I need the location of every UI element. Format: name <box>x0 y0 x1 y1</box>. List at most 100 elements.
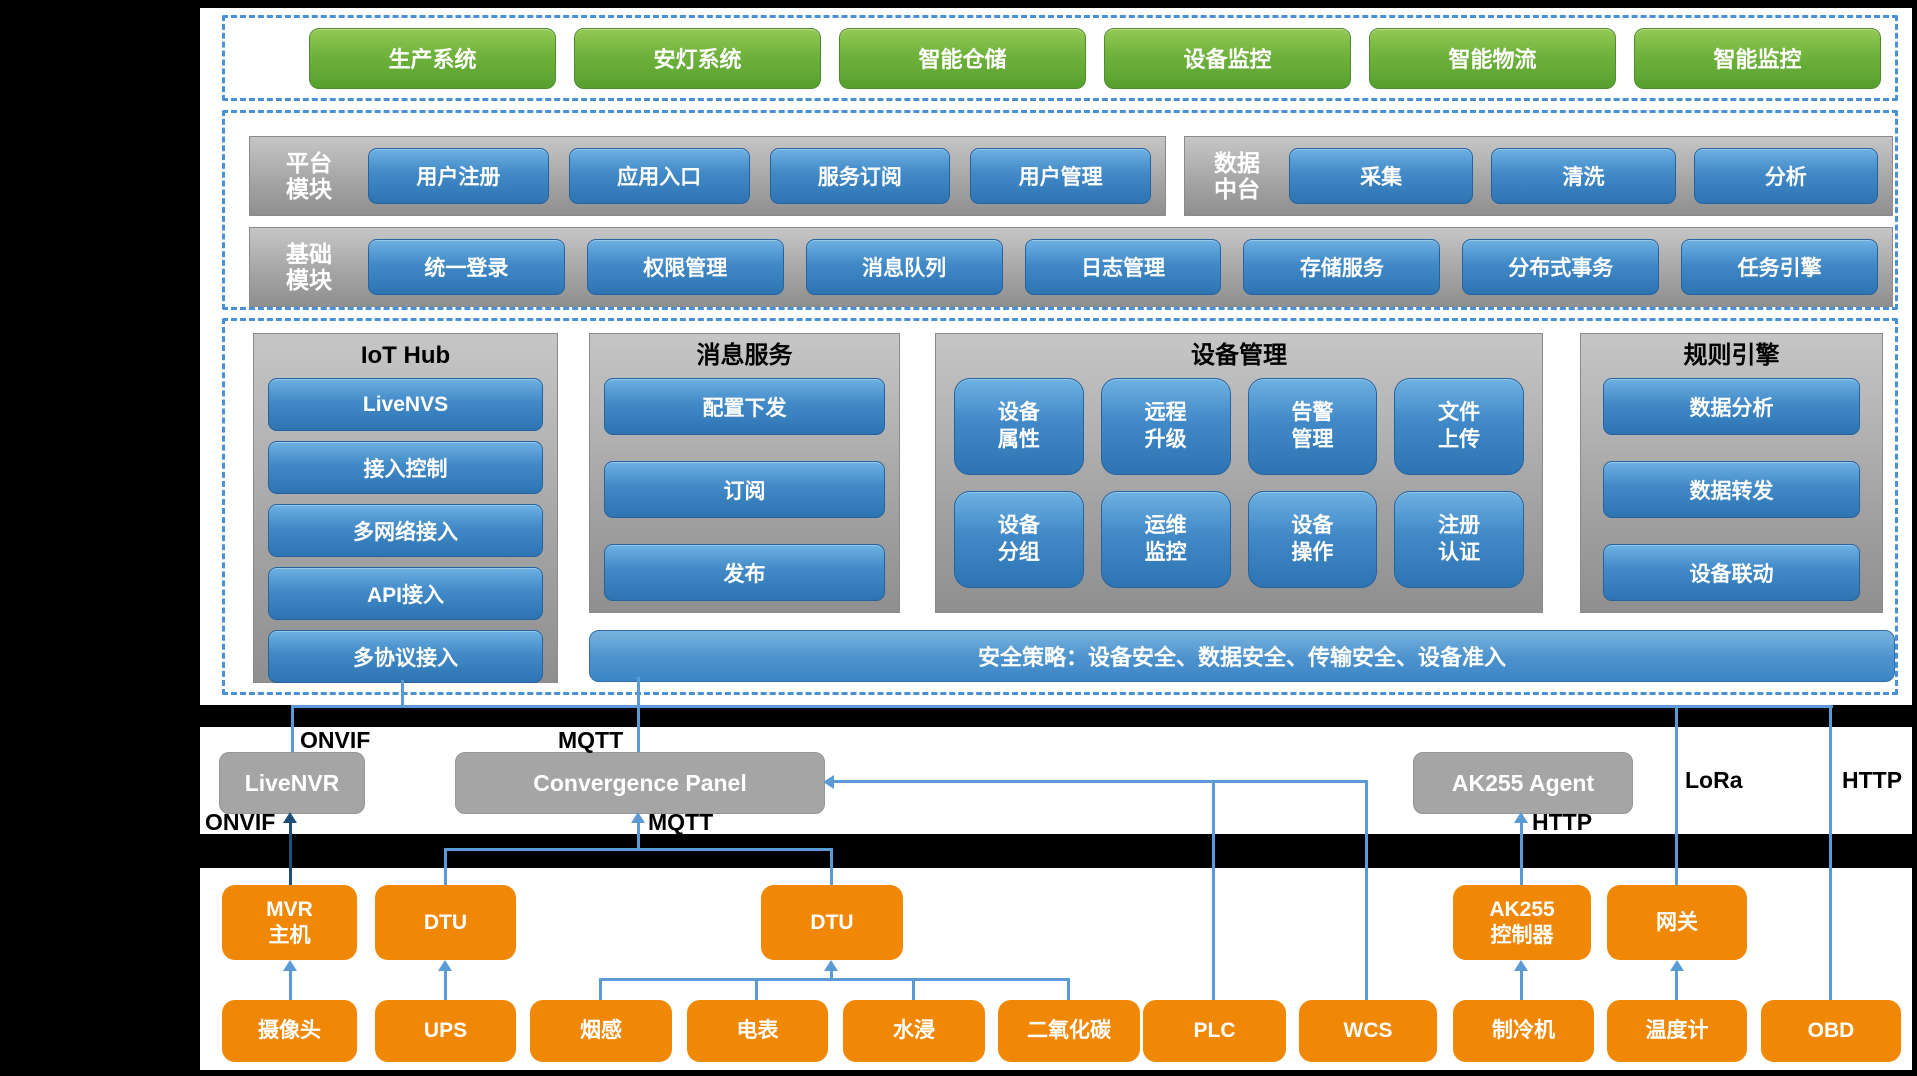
app-box-smart-surveillance: 智能监控 <box>1634 27 1881 89</box>
iot-hub-title: IoT Hub <box>360 342 451 369</box>
core-platform-group: IoT Hub LiveNVS 接入控制 多网络接入 API接入 多协议接入 消… <box>222 318 1898 695</box>
devmgmt-device-operate: 设备 操作 <box>1247 491 1378 588</box>
message-service-panel: 消息服务 配置下发 订阅 发布 <box>589 333 900 613</box>
water-drop-line <box>912 978 915 1000</box>
app-box-smart-warehouse: 智能仓储 <box>839 27 1086 89</box>
module-service-subscribe: 服务订阅 <box>769 148 951 204</box>
iot-hub-panel: IoT Hub LiveNVS 接入控制 多网络接入 API接入 多协议接入 <box>253 333 558 683</box>
module-task-engine: 任务引擎 <box>1681 239 1879 295</box>
base-modules-label: 基础 模块 <box>286 240 332 293</box>
platform-module-group: 平台 模块 用户注册 应用入口 服务订阅 用户管理 数据 中台 采集 清洗 分析 <box>222 110 1898 310</box>
module-collect: 采集 <box>1289 148 1474 204</box>
device-camera: 摄像头 <box>222 1000 357 1062</box>
device-ak255-controller: AK255 控制器 <box>1453 885 1591 960</box>
http-line <box>1829 707 1832 1000</box>
dtu1-up-line <box>444 848 447 885</box>
module-sso-login: 统一登录 <box>368 239 565 295</box>
msg-subscribe: 订阅 <box>604 461 885 518</box>
arrow-into-ak255-agent <box>1514 812 1528 823</box>
msg-config-push: 配置下发 <box>604 378 885 435</box>
data-midplatform-panel: 数据 中台 采集 清洗 分析 <box>1184 136 1893 216</box>
chiller-controller-line <box>1520 970 1523 1000</box>
arrow-into-ak255-controller <box>1514 960 1528 971</box>
app-box-device-monitor: 设备监控 <box>1104 27 1351 89</box>
device-plc: PLC <box>1143 1000 1286 1062</box>
device-smoke-sensor: 烟感 <box>530 1000 672 1062</box>
camera-mvr-line <box>289 970 292 1000</box>
arrow-into-mvr <box>283 960 297 971</box>
dtu2-up-line <box>830 848 833 885</box>
convergence-panel-box: Convergence Panel <box>455 752 825 814</box>
onvif-bottom-label: ONVIF <box>205 809 276 835</box>
rules-data-analysis: 数据分析 <box>1603 378 1860 435</box>
iothub-multi-network: 多网络接入 <box>268 504 543 557</box>
smoke-drop-line <box>599 978 602 1000</box>
rules-data-forward: 数据转发 <box>1603 461 1860 518</box>
iothub-livenvs: LiveNVS <box>268 378 543 431</box>
data-midplatform-label: 数据 中台 <box>1214 149 1260 202</box>
module-storage-service: 存储服务 <box>1243 239 1441 295</box>
device-dtu-2: DTU <box>761 885 903 960</box>
gateway-band: LiveNVR Convergence Panel AK255 Agent ON… <box>200 727 1912 835</box>
device-mvr-host: MVR 主机 <box>222 885 357 960</box>
device-area: MVR 主机 DTU DTU AK255 控制器 网关 摄像头 UPS 烟感 电… <box>200 868 1912 1070</box>
platform-modules-panel: 平台 模块 用户注册 应用入口 服务订阅 用户管理 <box>249 136 1166 216</box>
rules-engine-panel: 规则引擎 数据分析 数据转发 设备联动 <box>1580 333 1883 613</box>
device-wcs: WCS <box>1299 1000 1437 1062</box>
rules-device-linkage: 设备联动 <box>1603 544 1860 601</box>
onvif-drop-line <box>291 705 294 752</box>
mqtt-top-label: MQTT <box>558 727 624 753</box>
devmgmt-remote-upgrade: 远程 升级 <box>1100 378 1231 475</box>
onvif-top-label: ONVIF <box>300 727 371 753</box>
security-strategy-bar: 安全策略：设备安全、数据安全、传输安全、设备准入 <box>589 630 1895 682</box>
device-co2-sensor: 二氧化碳 <box>998 1000 1140 1062</box>
mqtt-bottom-label: MQTT <box>648 809 714 835</box>
rules-engine-title: 规则引擎 <box>1683 342 1780 369</box>
controller-agent-line <box>1520 822 1523 885</box>
iothub-stub-line <box>401 680 404 708</box>
device-gateway: 网关 <box>1607 885 1747 960</box>
iothub-multi-protocol: 多协议接入 <box>268 630 543 683</box>
arrow-into-convergence-right <box>823 775 834 789</box>
top-bus-line <box>292 705 1833 708</box>
devmgmt-alarm-manage: 告警 管理 <box>1247 378 1378 475</box>
module-user-manage: 用户管理 <box>970 148 1151 204</box>
mqtt-drop-line <box>637 677 640 752</box>
devmgmt-file-upload: 文件 上传 <box>1394 378 1524 475</box>
app-box-andon: 安灯系统 <box>574 27 821 89</box>
module-distributed-tx: 分布式事务 <box>1462 239 1660 295</box>
bracket-dtu2-line <box>830 970 833 981</box>
arrow-into-livenvr <box>283 812 297 823</box>
arrow-into-dtu1 <box>438 960 452 971</box>
module-permission: 权限管理 <box>586 239 784 295</box>
devmgmt-device-group: 设备 分组 <box>954 491 1084 588</box>
devmgmt-register-auth: 注册 认证 <box>1394 491 1524 588</box>
base-modules-panel: 基础 模块 统一登录 权限管理 消息队列 日志管理 存储服务 分布式事务 任务引… <box>249 227 1893 307</box>
device-mgmt-panel: 设备管理 设备 属性 远程 升级 告警 管理 文件 上传 设备 分组 运维 监控… <box>935 333 1543 613</box>
mvr-livenvr-line <box>289 822 292 885</box>
devmgmt-device-attr: 设备 属性 <box>954 378 1084 475</box>
ups-dtu1-line <box>444 970 447 1000</box>
application-layer-group: 生产系统 安灯系统 智能仓储 设备监控 智能物流 智能监控 <box>222 15 1898 101</box>
top-panel: 生产系统 安灯系统 智能仓储 设备监控 智能物流 智能监控 平台 模块 用户注册… <box>200 8 1912 705</box>
lora-label: LoRa <box>1685 767 1743 793</box>
http-bottom-label: HTTP <box>1532 809 1593 835</box>
devmgmt-ops-monitor: 运维 监控 <box>1100 491 1231 588</box>
ak255-agent-box: AK255 Agent <box>1413 752 1633 814</box>
device-electric-meter: 电表 <box>687 1000 828 1062</box>
arrow-into-dtu2 <box>824 960 838 971</box>
module-message-queue: 消息队列 <box>805 239 1003 295</box>
livenvr-box: LiveNVR <box>219 752 365 814</box>
module-clean: 清洗 <box>1491 148 1676 204</box>
arrow-into-convergence-bottom <box>631 812 645 823</box>
thermometer-gateway-line <box>1675 970 1678 1000</box>
device-thermometer: 温度计 <box>1607 1000 1747 1062</box>
arrow-into-gateway <box>1670 960 1684 971</box>
platform-modules-label: 平台 模块 <box>286 149 332 202</box>
plc-wcs-horizontal-line <box>833 780 1368 783</box>
sensor-bracket-line <box>599 978 1070 981</box>
lora-line <box>1675 707 1678 885</box>
module-analyze: 分析 <box>1693 148 1878 204</box>
module-log-manage: 日志管理 <box>1024 239 1222 295</box>
